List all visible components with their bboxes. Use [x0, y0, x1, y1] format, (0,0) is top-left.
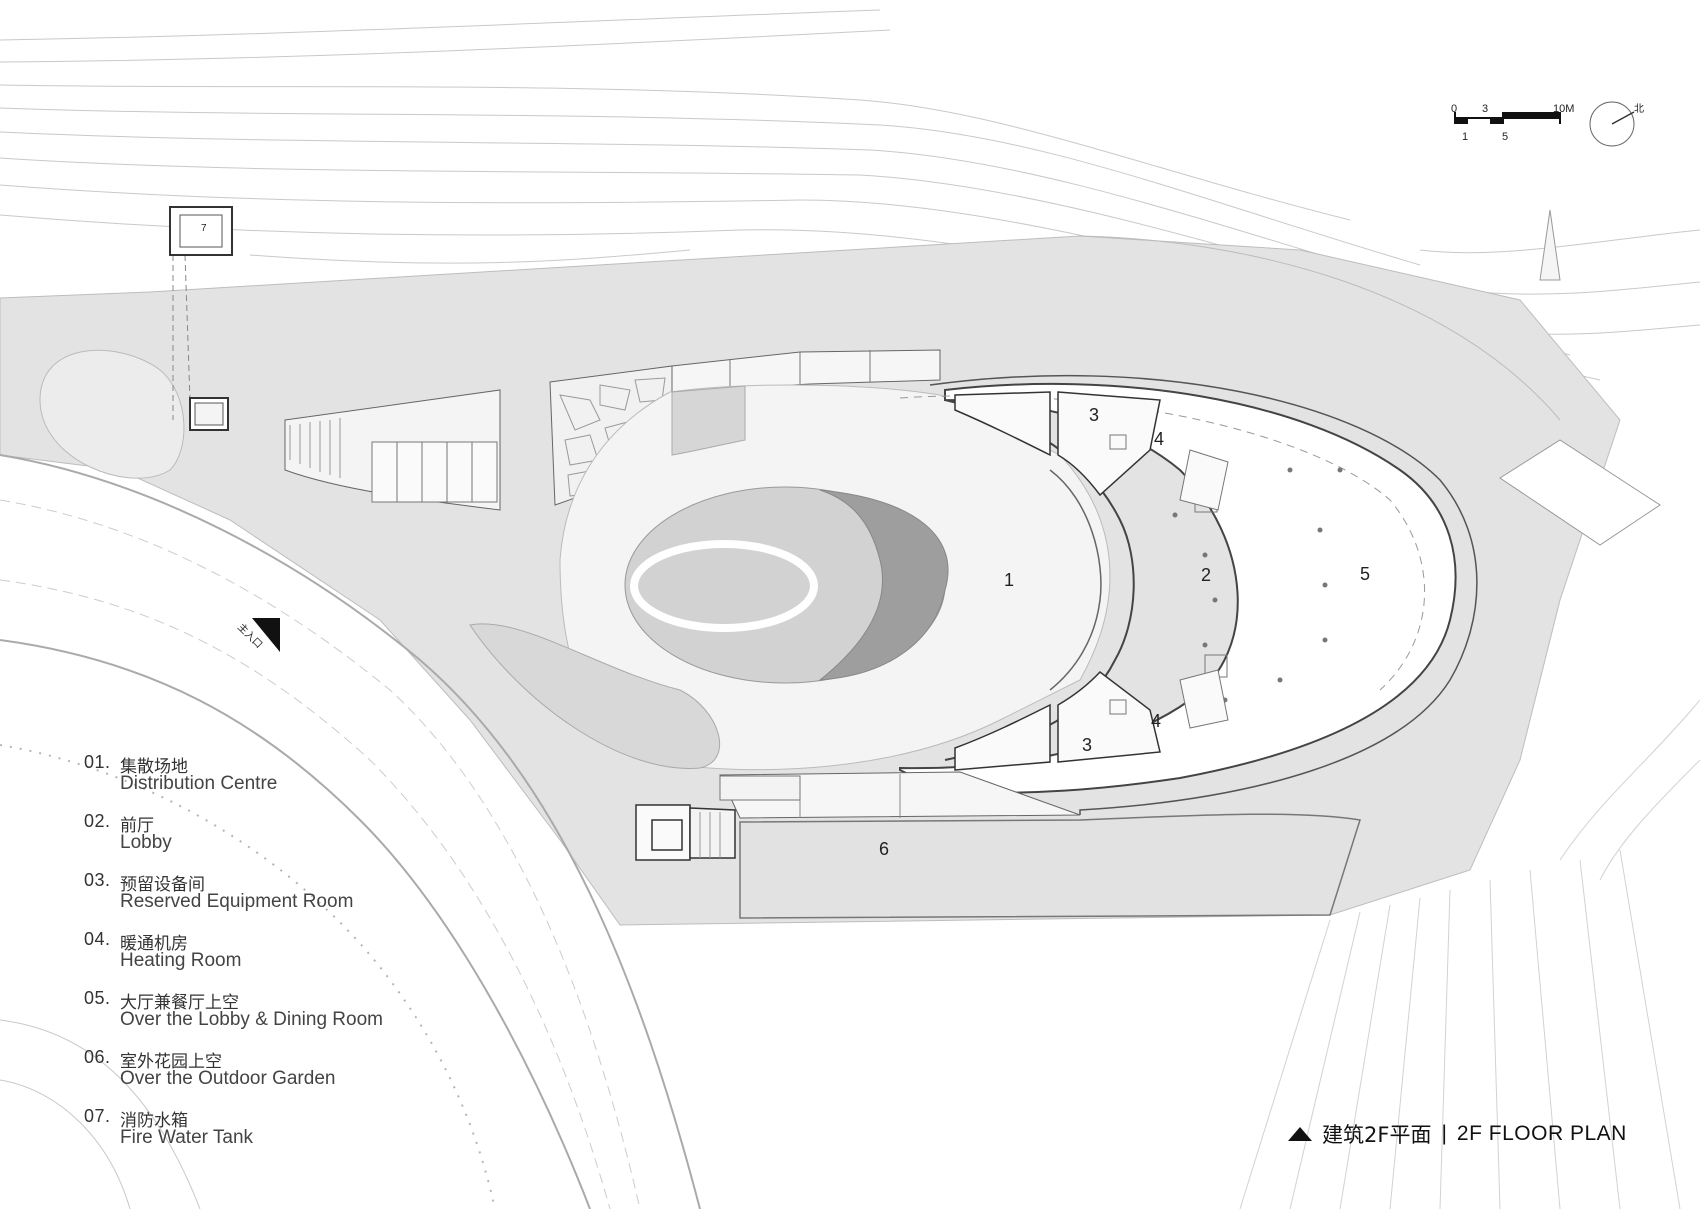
- service-rooms: [954, 391, 1161, 771]
- oval-dark-ring: [818, 489, 949, 681]
- legend-cn: 暖通机房: [120, 934, 188, 954]
- legend-item-06: 06. 室外花园上空 Over the Outdoor Garden: [84, 1047, 424, 1106]
- scale-label-0: 0: [1451, 103, 1457, 115]
- terrain-contours-lower: [1239, 699, 1700, 1209]
- legend-en: Heating Room: [120, 950, 242, 971]
- legend-en: Lobby: [120, 832, 172, 853]
- hall-columns: [1172, 467, 1343, 703]
- legend-num: 02.: [84, 811, 111, 831]
- room-label-7: 7: [201, 223, 207, 234]
- entrance-arrow: [252, 618, 280, 652]
- legend-num: 01.: [84, 752, 111, 772]
- north-arrow: [1589, 101, 1635, 147]
- legend-cn: 集散场地: [120, 757, 188, 777]
- room-label-6: 6: [879, 839, 889, 859]
- south-stair: [635, 804, 736, 861]
- plaza-garden-south: [469, 623, 721, 769]
- legend-en: Fire Water Tank: [120, 1127, 254, 1148]
- legend-cn: 大厅兼餐厅上空: [120, 993, 239, 1013]
- legend-en: Over the Lobby & Dining Room: [120, 1009, 383, 1030]
- legend-item-05: 05. 大厅兼餐厅上空 Over the Lobby & Dining Room: [84, 988, 424, 1047]
- legend-item-04: 04. 暖通机房 Heating Room: [84, 929, 424, 988]
- legend-item-02: 02. 前厅 Lobby: [84, 811, 424, 870]
- west-ramp-steps: [289, 418, 341, 478]
- legend-cn: 室外花园上空: [120, 1052, 222, 1072]
- fire-water-tank: [169, 206, 233, 431]
- room-label-4a: 4: [1154, 429, 1164, 449]
- south-stair-run: [719, 775, 801, 801]
- title-triangle-icon: [1288, 1127, 1312, 1141]
- room-label-1: 1: [1004, 570, 1014, 590]
- inner-corridor-2: [1049, 469, 1102, 691]
- tank-pipe: [172, 254, 191, 420]
- legend-en: Reserved Equipment Room: [120, 891, 354, 912]
- legend-cn: 前厅: [120, 816, 154, 836]
- title-en: 2F FLOOR PLAN: [1456, 1122, 1627, 1145]
- room-label-3a: 3: [1089, 405, 1099, 425]
- title-cn: 建筑2F平面: [1322, 1123, 1432, 1147]
- legend-en: Distribution Centre: [120, 773, 278, 794]
- site-ground-edge: [1079, 235, 1561, 421]
- stairs: [1179, 449, 1229, 729]
- legend-num: 07.: [84, 1106, 111, 1126]
- room-label-4b: 4: [1151, 711, 1161, 731]
- legend-item-07: 07. 消防水箱 Fire Water Tank: [84, 1106, 424, 1165]
- legend-cn: 消防水箱: [120, 1111, 188, 1131]
- legend-item-03: 03. 预留设备间 Reserved Equipment Room: [84, 870, 424, 929]
- road: [0, 454, 701, 1209]
- title-separator: |: [1441, 1122, 1447, 1145]
- legend-num: 06.: [84, 1047, 111, 1067]
- scale-label-10m: 10M: [1553, 103, 1574, 115]
- north-label: 北: [1634, 103, 1644, 115]
- scale-bar: [1454, 112, 1561, 124]
- east-pad: [1499, 439, 1661, 546]
- scale-label-1: 1: [1462, 131, 1468, 143]
- scale-label-5: 5: [1502, 131, 1508, 143]
- east-spike: [1539, 209, 1561, 281]
- building-outer-edge: [929, 374, 1478, 815]
- scale-label-3: 3: [1482, 103, 1488, 115]
- room-label-5: 5: [1360, 564, 1370, 584]
- legend-en: Over the Outdoor Garden: [120, 1068, 336, 1089]
- legend-num: 05.: [84, 988, 111, 1008]
- loop-path: [39, 349, 185, 479]
- legend-num: 03.: [84, 870, 111, 890]
- drawing-title: 建筑2F平面 | 2F FLOOR PLAN: [1288, 1120, 1627, 1148]
- outdoor-garden: [739, 813, 1361, 919]
- west-stair-units: [371, 441, 498, 503]
- room-label-2: 2: [1201, 565, 1211, 585]
- plaza-garden-north: [671, 385, 746, 456]
- room-label-3b: 3: [1082, 735, 1092, 755]
- legend-cn: 预留设备间: [120, 875, 205, 895]
- oval-track: [630, 540, 818, 632]
- south-stair-steps: [699, 812, 721, 858]
- legend: 01. 集散场地 Distribution Centre 02. 前厅 Lobb…: [84, 752, 424, 1165]
- legend-num: 04.: [84, 929, 111, 949]
- legend-item-01: 01. 集散场地 Distribution Centre: [84, 752, 424, 811]
